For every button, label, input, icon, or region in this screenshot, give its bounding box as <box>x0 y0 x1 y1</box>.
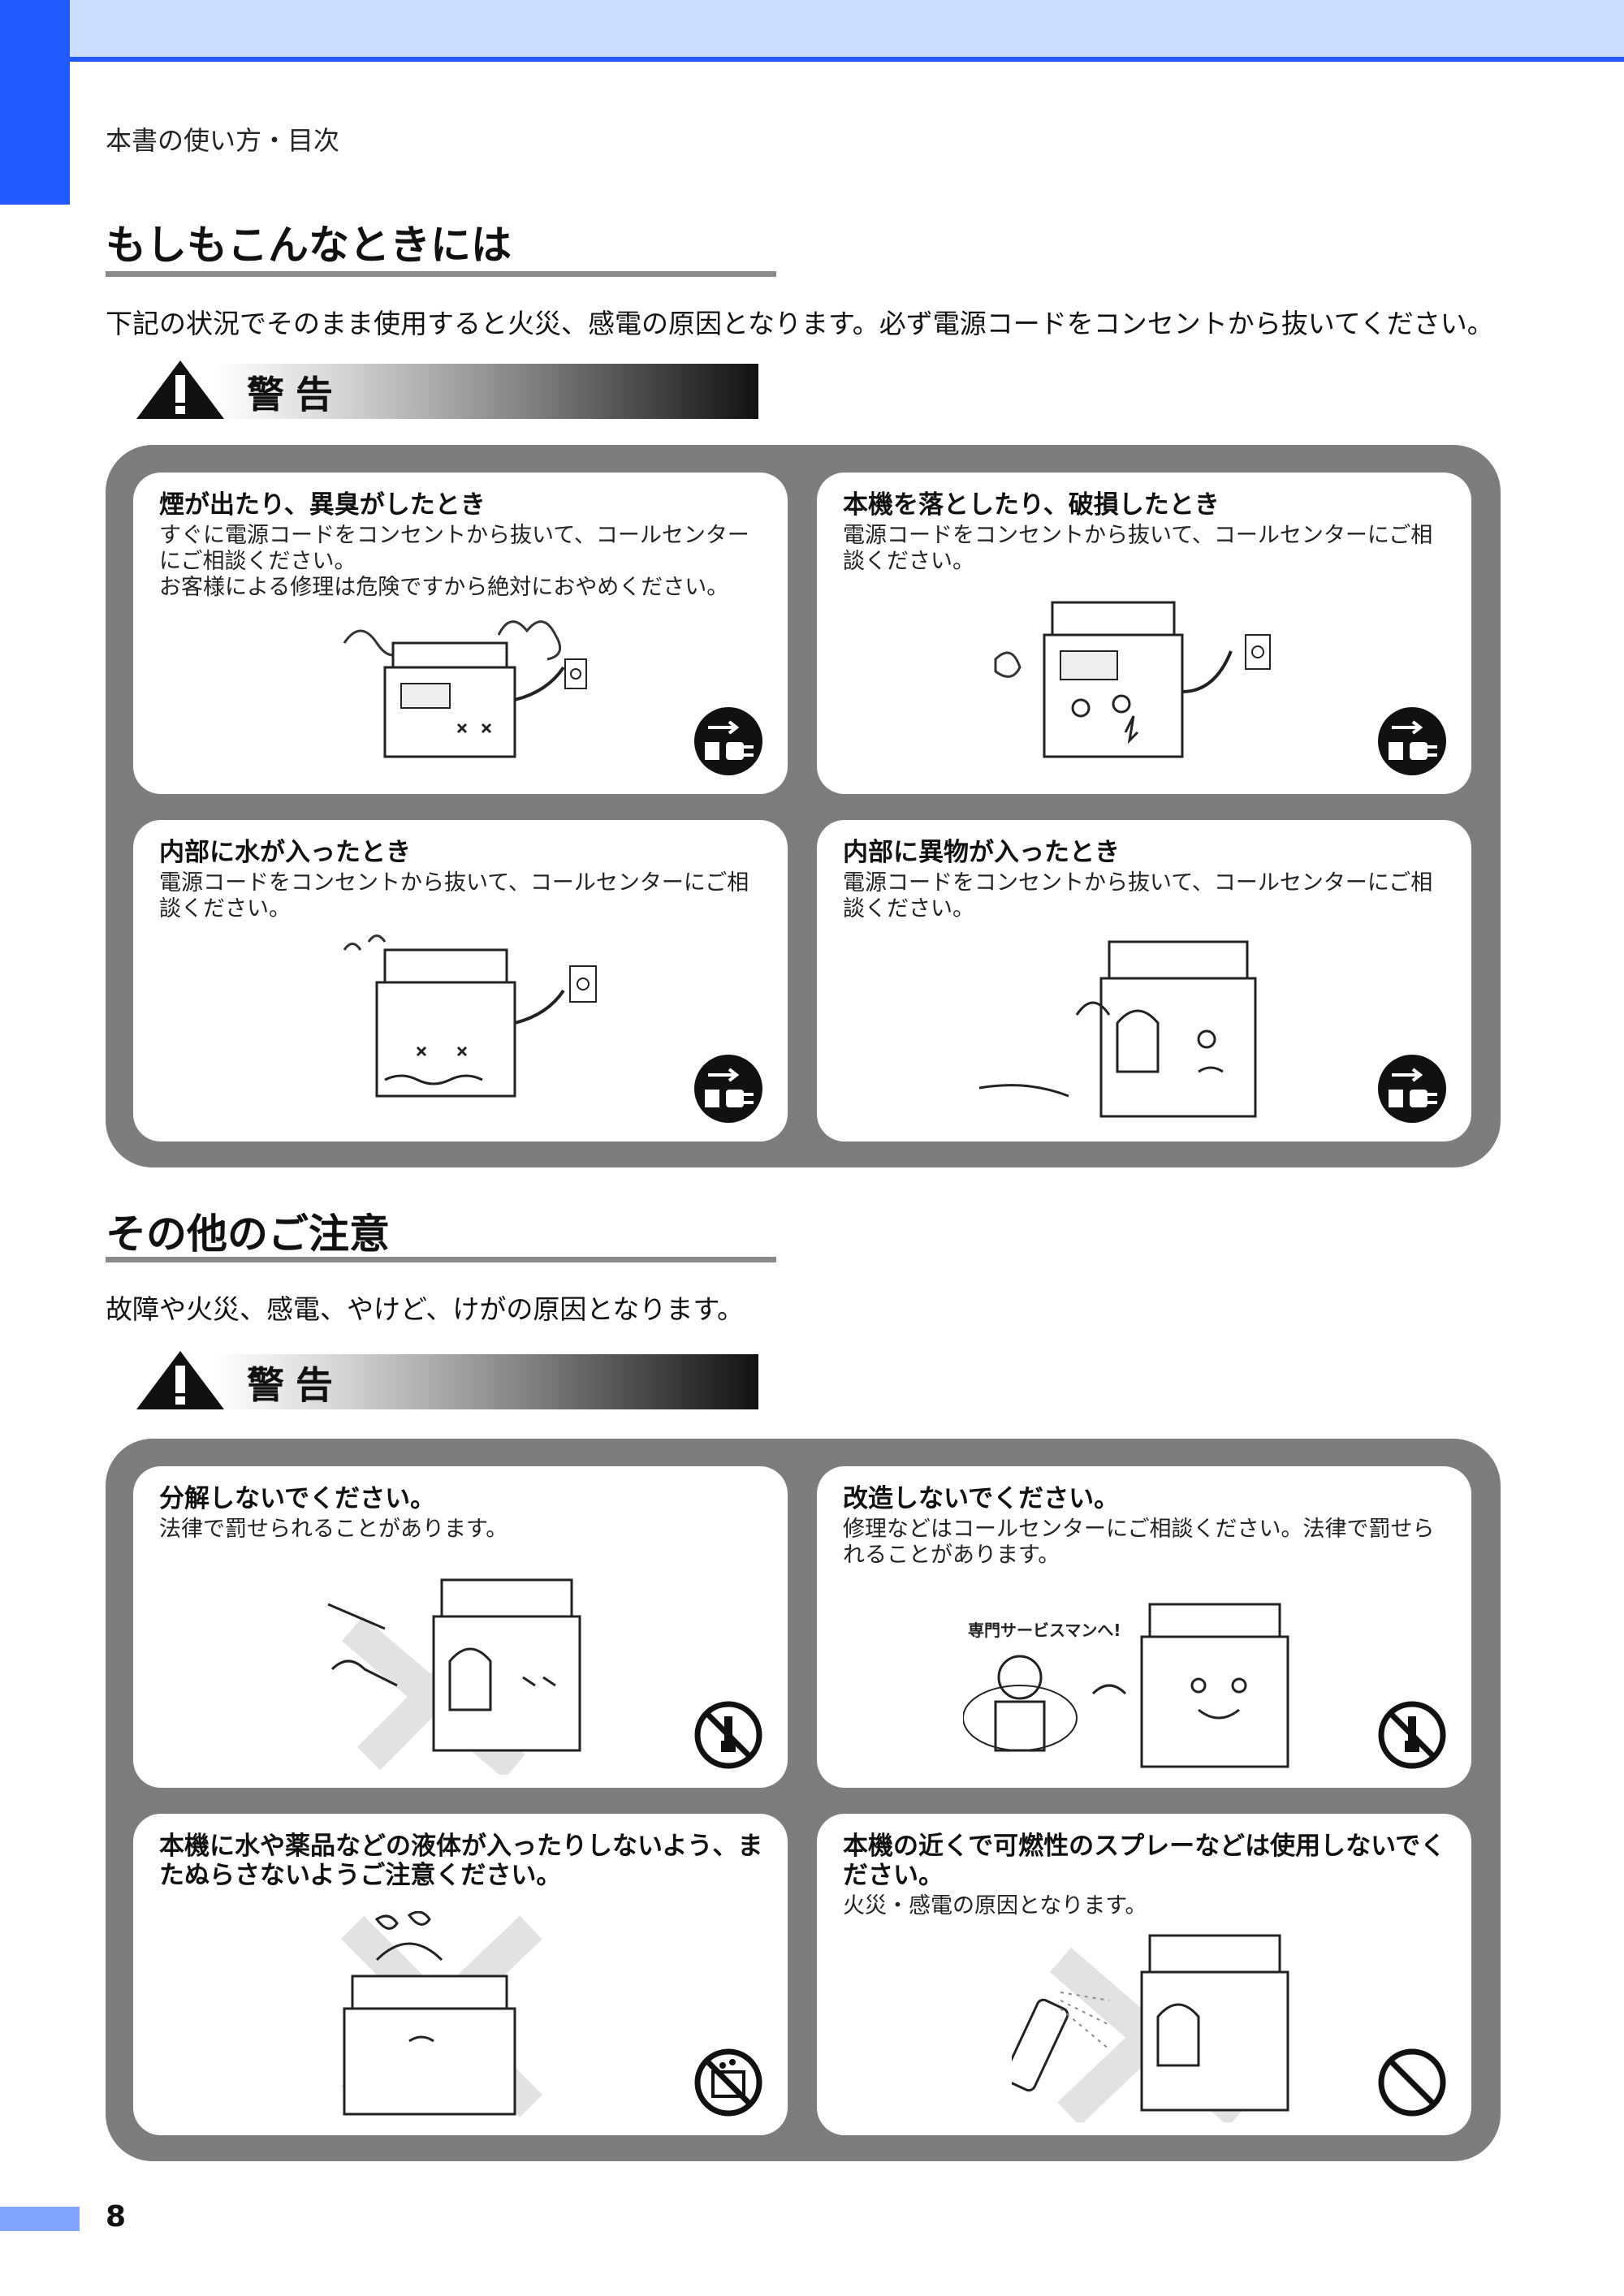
section-title: その他のご注意 <box>106 1211 390 1258</box>
wet-printer-illustration <box>343 934 597 1098</box>
card-body: 法律で罰せられることがあります。 <box>159 1517 508 1542</box>
header-band <box>0 0 1624 60</box>
smoking-printer-illustration <box>343 620 587 758</box>
warning-gradient-bar <box>214 364 758 419</box>
warning-triangle-icon <box>136 360 224 419</box>
card-title: 本機に水や薬品などの液体が入ったりしないよう、またぬらさないようご注意ください。 <box>159 1832 763 1890</box>
modification-illustration <box>963 1603 1289 1768</box>
card-title: 本機を落としたり、破損したとき <box>843 490 1220 520</box>
warning-card: 改造しないでください。 修理などはコールセンターにご相談ください。法律で罰せられ… <box>817 1466 1471 1788</box>
warning-panel: 煙が出たり、異臭がしたとき すぐに電源コードをコンセントから抜いて、コールセンタ… <box>106 445 1501 1167</box>
card-title: 煙が出たり、異臭がしたとき <box>159 490 486 520</box>
title-underline <box>106 1257 776 1262</box>
warning-gradient-bar <box>214 1354 758 1409</box>
unplug-icon <box>1378 1055 1446 1123</box>
foreign-object-printer-illustration <box>979 940 1257 1118</box>
section-title: もしもこんなときには <box>106 222 512 269</box>
card-body: 電源コードをコンセントから抜いて、コールセンターにご相談ください。 <box>159 870 749 921</box>
header-rule <box>0 57 1624 62</box>
card-title: 本機の近くで可燃性のスプレーなどは使用しないでください。 <box>843 1832 1446 1890</box>
chapter-tab <box>0 0 70 205</box>
caution-panel: 分解しないでください。 法律で罰せられることがあります。 改造しないでください。… <box>106 1439 1501 2161</box>
card-body: 電源コードをコンセントから抜いて、コールセンターにご相談ください。 <box>843 523 1433 574</box>
section-intro: 下記の状況でそのまま使用すると火災、感電の原因となります。必ず電源コードをコンセ… <box>106 308 1494 339</box>
card-title: 分解しないでください。 <box>159 1484 436 1513</box>
title-underline <box>106 271 776 277</box>
unplug-icon <box>694 707 762 775</box>
warning-triangle-icon <box>136 1351 224 1409</box>
card-title: 内部に異物が入ったとき <box>843 838 1120 867</box>
warning-banner: 警告 <box>133 357 758 422</box>
unplug-icon <box>694 1055 762 1123</box>
warning-banner: 警告 <box>133 1348 758 1413</box>
illustration-caption: 専門サービスマンへ! <box>968 1621 1121 1640</box>
card-title: 内部に水が入ったとき <box>159 838 411 867</box>
warning-card: 本機を落としたり、破損したとき 電源コードをコンセントから抜いて、コールセンター… <box>817 473 1471 794</box>
warning-card: 本機に水や薬品などの液体が入ったりしないよう、またぬらさないようご注意ください。 <box>133 1814 788 2135</box>
card-title: 改造しないでください。 <box>843 1484 1120 1513</box>
no-wet-icon <box>694 2048 762 2117</box>
warning-label: 警告 <box>247 1363 344 1407</box>
no-disassembly-icon <box>1378 1701 1446 1769</box>
page-number-bar <box>0 2207 80 2231</box>
warning-card: 内部に水が入ったとき 電源コードをコンセントから抜いて、コールセンターにご相談く… <box>133 820 788 1142</box>
no-disassembly-icon <box>694 1701 762 1769</box>
warning-card: 分解しないでください。 法律で罰せられることがあります。 <box>133 1466 788 1788</box>
card-body: 火災・感電の原因となります。 <box>843 1893 1147 1918</box>
damaged-printer-illustration <box>994 601 1271 758</box>
section-intro: 故障や火災、感電、やけど、けがの原因となります。 <box>106 1293 745 1325</box>
warning-card: 内部に異物が入ったとき 電源コードをコンセントから抜いて、コールセンターにご相談… <box>817 820 1471 1142</box>
flammable-spray-illustration <box>1012 1934 1289 2122</box>
warning-label: 警告 <box>247 373 344 416</box>
card-body: すぐに電源コードをコンセントから抜いて、コールセンターにご相談ください。 お客様… <box>159 523 749 600</box>
warning-card: 本機の近くで可燃性のスプレーなどは使用しないでください。 火災・感電の原因となり… <box>817 1814 1471 2135</box>
breadcrumb: 本書の使い方・目次 <box>106 125 340 156</box>
card-body: 修理などはコールセンターにご相談ください。法律で罰せられることがあります。 <box>843 1517 1435 1568</box>
card-body: 電源コードをコンセントから抜いて、コールセンターにご相談ください。 <box>843 870 1433 921</box>
liquid-spill-illustration <box>340 1911 543 2118</box>
warning-card: 煙が出たり、異臭がしたとき すぐに電源コードをコンセントから抜いて、コールセンタ… <box>133 473 788 794</box>
prohibited-icon <box>1378 2048 1446 2117</box>
disassembly-illustration <box>327 1578 581 1775</box>
unplug-icon <box>1378 707 1446 775</box>
page-number: 8 <box>106 2200 127 2233</box>
